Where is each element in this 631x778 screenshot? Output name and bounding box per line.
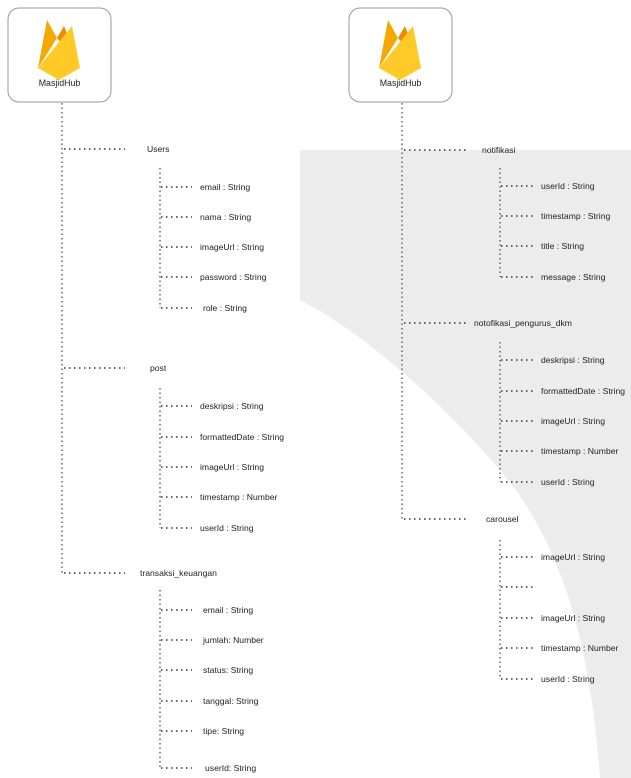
field-label: imageUrl : String xyxy=(541,613,605,623)
collection-label: transaksi_keuangan xyxy=(140,568,217,578)
field-label: deskripsi : String xyxy=(200,401,264,411)
collection-label: notifikasi xyxy=(482,145,516,155)
field-label: email : String xyxy=(200,182,250,192)
field-label: imageUrl : String xyxy=(200,242,264,252)
field-label: userId: String xyxy=(205,763,256,773)
background-shape xyxy=(300,150,631,778)
collection-label: carousel xyxy=(486,514,519,524)
field-label: imageUrl : String xyxy=(200,462,264,472)
field-label: tipe: String xyxy=(203,726,244,736)
field-label: status: String xyxy=(203,665,253,675)
field-label: formattedDate : String xyxy=(541,386,625,396)
collection-label: post xyxy=(150,363,167,373)
field-label: imageUrl : String xyxy=(541,552,605,562)
field-label: password : String xyxy=(200,272,267,282)
left-labels: Users email : String nama : String image… xyxy=(140,144,284,773)
field-label: userId : String xyxy=(541,477,595,487)
field-label: tanggal: String xyxy=(203,696,259,706)
field-label: timestamp : Number xyxy=(200,492,278,502)
firebase-icon xyxy=(38,20,80,80)
field-label: userId : String xyxy=(200,523,254,533)
left-connectors xyxy=(61,103,192,769)
collection-label: Users xyxy=(147,144,169,154)
field-label: message : String xyxy=(541,272,606,282)
field-label: timestamp : String xyxy=(541,211,610,221)
field-label: deskripsi : String xyxy=(541,355,605,365)
field-label: userId : String xyxy=(541,674,595,684)
app-name-left: MasjidHub xyxy=(39,78,81,88)
field-label: jumlah: Number xyxy=(202,635,264,645)
right-connectors xyxy=(401,103,533,680)
field-label: role : String xyxy=(203,303,247,313)
app-name-right: MasjidHub xyxy=(380,78,422,88)
field-label: userId : String xyxy=(541,181,595,191)
field-label: email : String xyxy=(203,605,253,615)
app-node-left: MasjidHub xyxy=(7,7,112,103)
app-node-right: MasjidHub xyxy=(348,7,453,103)
field-label: title : String xyxy=(541,241,584,251)
field-label: nama : String xyxy=(200,212,251,222)
firebase-icon xyxy=(379,20,421,80)
field-label: timestamp : Number xyxy=(541,446,619,456)
field-label: imageUrl : String xyxy=(541,416,605,426)
collection-label: notofikasi_pengurus_dkm xyxy=(474,318,572,328)
right-labels: notifikasi userId : String timestamp : S… xyxy=(474,145,625,684)
field-label: formattedDate : String xyxy=(200,432,284,442)
field-label: timestamp : Number xyxy=(541,643,619,653)
